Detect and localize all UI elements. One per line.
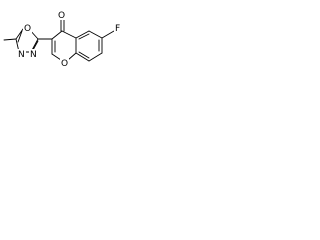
bond-benzene-2 <box>88 30 103 39</box>
oxadiazole-n2-label-bg <box>29 49 38 59</box>
bond-oxadiazole-double-2 <box>32 40 39 51</box>
fluorine-label-bg <box>114 23 122 33</box>
oxadiazole-n2-label: N <box>30 50 37 60</box>
bond-benzene-double-3 <box>78 51 90 59</box>
atom-labels: F O O O N N <box>17 10 122 69</box>
ring-oxygen-label: O <box>61 59 68 69</box>
oxadiazole-oxygen-label-bg <box>23 23 32 33</box>
oxadiazole-n1-label-bg <box>17 49 26 59</box>
bond-fluorine <box>101 30 115 39</box>
bond-oxadiazole-double-1 <box>17 30 23 43</box>
ketone-oxygen-label-bg <box>57 10 66 20</box>
bond-pyranone-1 <box>51 30 63 40</box>
oxadiazole-oxygen-label: O <box>24 24 31 34</box>
bond-pyranone-4 <box>67 52 77 61</box>
bond-benzene-1 <box>75 30 90 39</box>
oxadiazole-n1-label: N <box>18 50 25 60</box>
ketone-oxygen-label: O <box>58 11 65 21</box>
bond-benzene-4 <box>88 52 103 62</box>
bond-pyranone-2 <box>61 30 77 39</box>
bond-pyranone-5 <box>51 53 62 61</box>
molecule-structure: F O O O N N <box>3 10 122 69</box>
structure-canvas: F O O O N N <box>0 0 141 82</box>
bond-methyl <box>3 38 17 41</box>
bond-benzene-5 <box>75 52 90 62</box>
fluorine-label: F <box>115 24 120 34</box>
bond-benzene-double-1 <box>78 33 90 40</box>
ring-oxygen-label-bg <box>60 58 69 68</box>
